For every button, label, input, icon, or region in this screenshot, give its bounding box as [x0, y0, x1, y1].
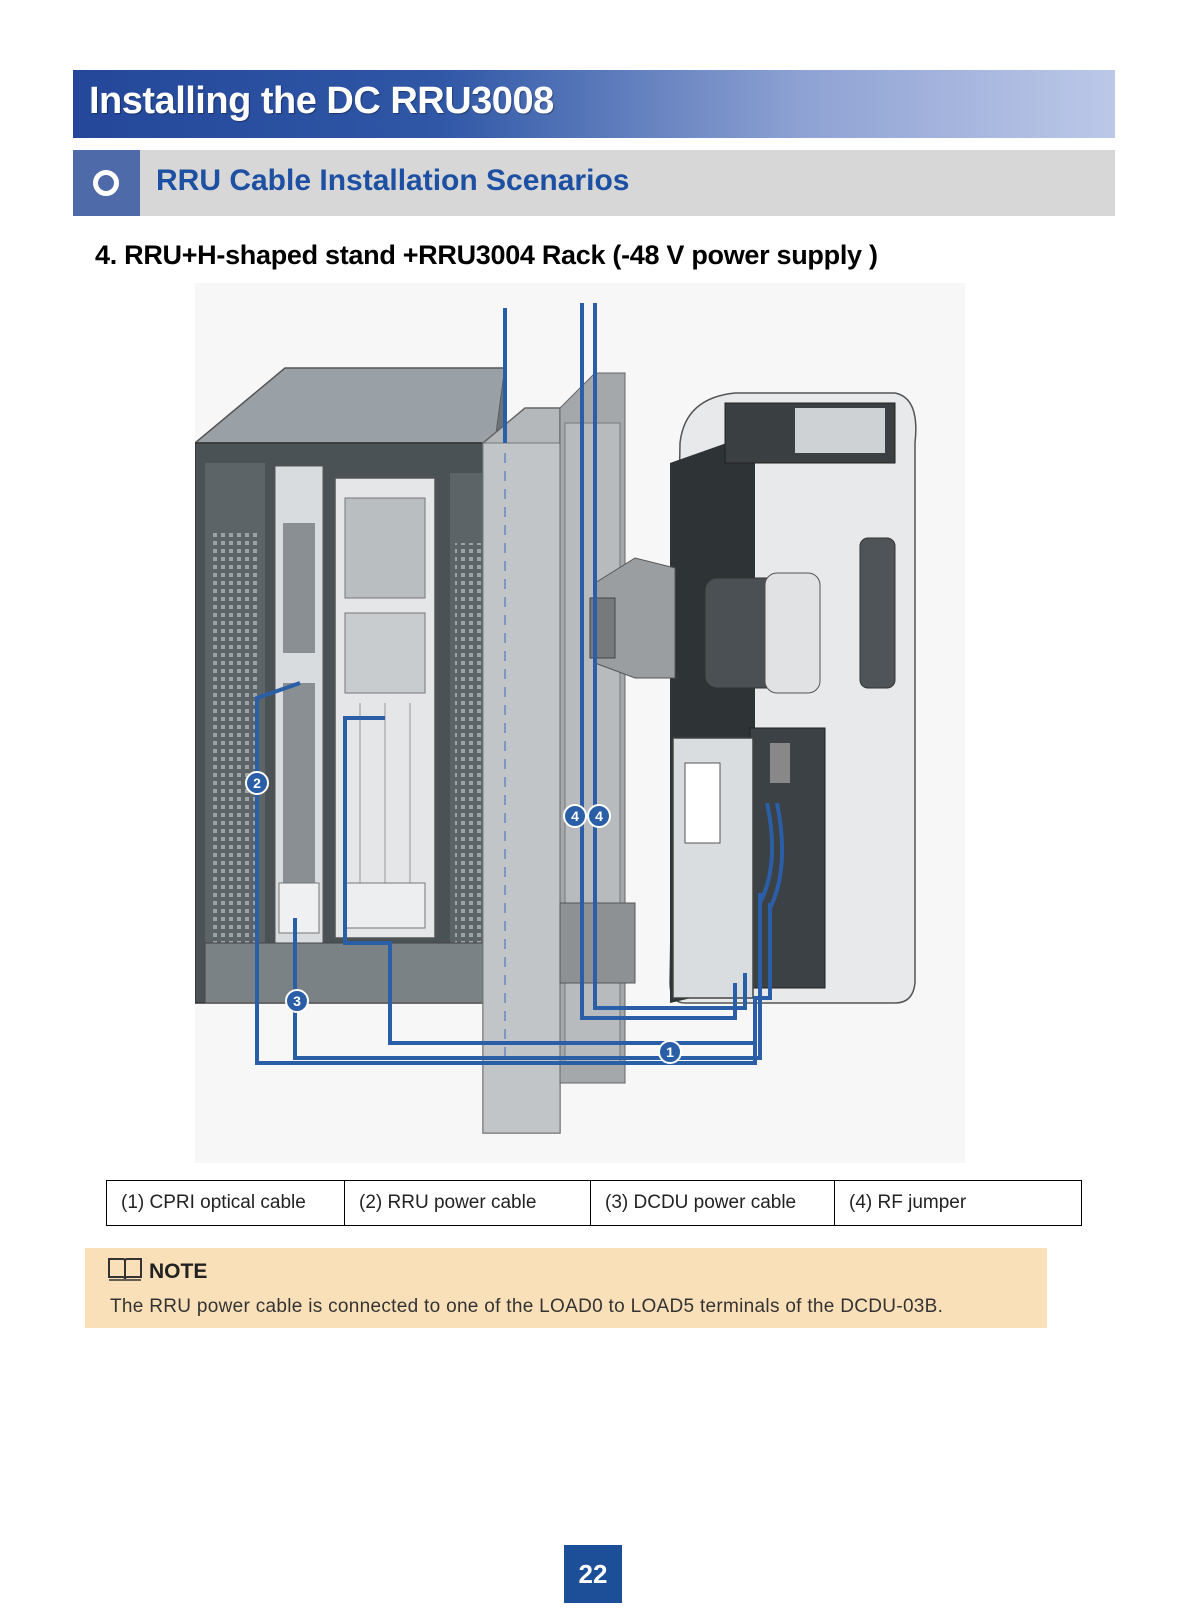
- rru3004-rack: [195, 367, 506, 1004]
- legend-item-rf-jumper: (4) RF jumper: [849, 1192, 967, 1213]
- page-title: Installing the DC RRU3008: [89, 80, 554, 122]
- svg-text:4: 4: [595, 808, 603, 824]
- book-icon: [107, 1256, 143, 1287]
- note-box: NOTE The RRU power cable is connected to…: [85, 1248, 1047, 1328]
- callout-1: 1: [658, 1040, 682, 1064]
- cable-legend-table: (1) CPRI optical cable (2) RRU power cab…: [106, 1180, 1082, 1226]
- callout-2: 2: [245, 771, 269, 795]
- svg-text:1: 1: [666, 1044, 674, 1060]
- section-bullet-icon: [73, 150, 140, 216]
- h-shaped-stand: [482, 372, 636, 1134]
- svg-text:3: 3: [293, 993, 301, 1009]
- page-number: 22: [564, 1545, 622, 1603]
- scenario-subtitle: 4. RRU+H-shaped stand +RRU3004 Rack (-48…: [95, 240, 878, 270]
- legend-item-cpri: (1) CPRI optical cable: [107, 1181, 345, 1225]
- note-title: NOTE: [149, 1259, 208, 1283]
- rru3008-unit: [589, 392, 917, 1004]
- section-title: RRU Cable Installation Scenarios: [156, 164, 630, 197]
- legend-item-rru-power: (2) RRU power cable: [345, 1181, 591, 1225]
- svg-text:2: 2: [253, 775, 261, 791]
- section-bar: RRU Cable Installation Scenarios: [73, 150, 1115, 216]
- callout-4b: 4: [587, 804, 611, 828]
- legend-item-dcdu-power: (3) DCDU power cable: [591, 1181, 835, 1225]
- callout-4a: 4: [563, 804, 587, 828]
- note-text: The RRU power cable is connected to one …: [110, 1296, 944, 1317]
- title-bar: Installing the DC RRU3008: [73, 70, 1115, 138]
- installation-diagram: 1 2 3 4 4: [195, 283, 965, 1163]
- callout-3: 3: [285, 989, 309, 1013]
- svg-text:4: 4: [571, 808, 579, 824]
